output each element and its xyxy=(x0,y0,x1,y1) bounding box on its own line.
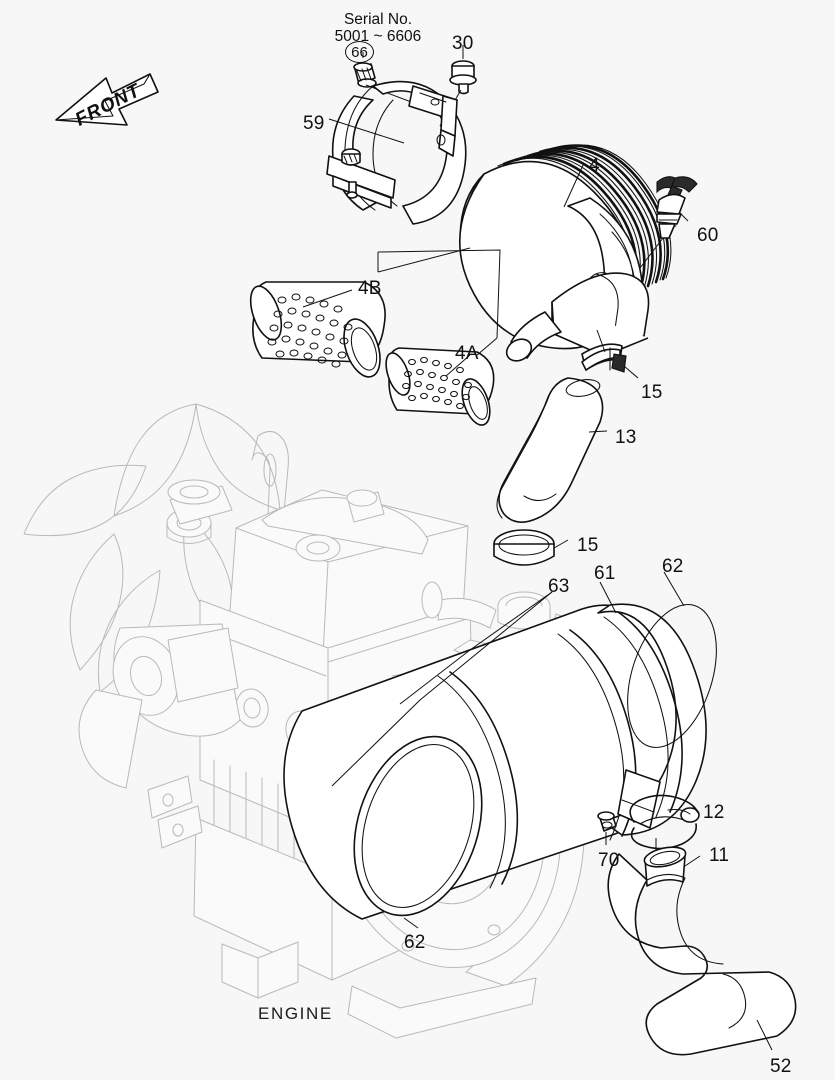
callout-62-lower: 62 xyxy=(404,932,426,953)
callout-4A: 4A xyxy=(455,343,479,364)
callout-63: 63 xyxy=(548,576,570,597)
callout-13: 13 xyxy=(615,427,637,448)
callout-59: 59 xyxy=(303,113,325,134)
callout-62-upper: 62 xyxy=(662,556,684,577)
serial-note: Serial No. 5001 ~ 6606 xyxy=(318,11,438,46)
part-30-bolt xyxy=(439,45,477,127)
callout-12: 12 xyxy=(703,802,725,823)
callout-4B: 4B xyxy=(358,278,382,299)
callout-60: 60 xyxy=(697,225,719,246)
part-12-clamp xyxy=(629,794,700,856)
part-66-washer xyxy=(353,52,431,110)
part-61-muffler xyxy=(283,571,717,929)
part-11-52-exhaust-pipe xyxy=(607,846,797,1056)
part-4A-inner-element xyxy=(377,249,501,426)
engine-label: ENGINE xyxy=(258,1004,333,1023)
front-arrow-icon xyxy=(55,73,159,126)
part-4-air-cleaner xyxy=(458,144,672,362)
part-13-air-hose xyxy=(496,377,608,523)
callout-15-lower: 15 xyxy=(577,535,599,556)
callout-52: 52 xyxy=(770,1056,792,1077)
callout-15-upper: 15 xyxy=(641,382,663,403)
callout-70: 70 xyxy=(598,850,620,871)
callout-4: 4 xyxy=(589,155,600,176)
callout-11: 11 xyxy=(709,845,730,866)
part-70-nut xyxy=(597,811,617,845)
serial-note-line2: 5001 ~ 6606 xyxy=(334,28,422,46)
part-15-clamp-upper xyxy=(581,329,639,379)
part-59-clamp-band xyxy=(326,80,467,225)
part-15-clamp-lower xyxy=(493,529,569,566)
callout-30: 30 xyxy=(452,33,474,54)
callout-66: 66 xyxy=(345,41,374,63)
callout-61: 61 xyxy=(594,563,616,584)
part-60-evacuator-valve xyxy=(639,176,698,269)
serial-note-line1: Serial No. xyxy=(343,11,413,28)
part-4B-outer-element xyxy=(249,247,471,378)
